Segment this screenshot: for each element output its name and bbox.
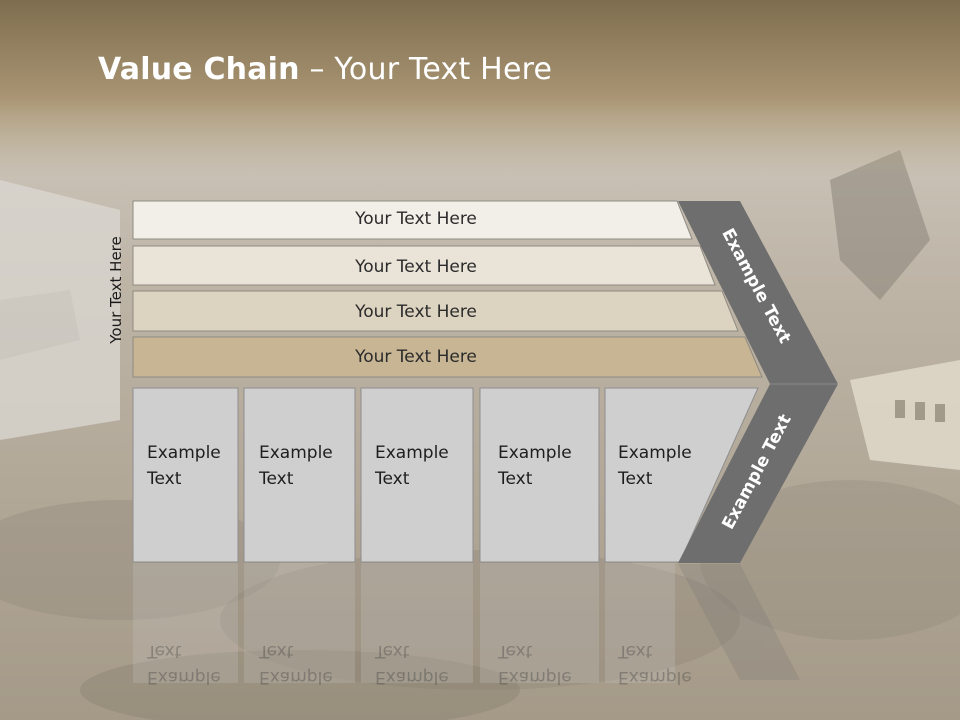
box-2-shape — [243, 387, 356, 563]
box-1-label: Example Text — [147, 440, 237, 492]
box-4-line2: Text — [498, 469, 533, 489]
box-2-line2: Text — [259, 469, 294, 489]
box-3-line1: Example — [375, 443, 449, 463]
reflection — [133, 563, 800, 683]
row-4-label: Your Text Here — [355, 347, 477, 367]
box-1-line2: Text — [147, 469, 182, 489]
box-2-line1: Example — [259, 443, 333, 463]
arrow-lower-shape — [678, 384, 838, 563]
slide-title: Value Chain – Your Text Here — [98, 52, 552, 87]
box-5-line2: Text — [618, 469, 653, 489]
row-1-label: Your Text Here — [355, 209, 477, 229]
box-1-line1: Example — [147, 443, 221, 463]
box-4-shape — [479, 387, 600, 563]
row-1-shape — [132, 200, 693, 240]
box-4-line1: Example — [498, 443, 572, 463]
row-4-shape — [132, 336, 763, 378]
box-2-label: Example Text — [259, 440, 349, 492]
row-3-shape — [132, 290, 739, 332]
box-3-shape — [360, 387, 474, 563]
title-bold: Value Chain — [98, 52, 300, 87]
arrow-upper-shape — [678, 201, 838, 384]
box-3-line2: Text — [375, 469, 410, 489]
box-4-label: Example Text — [498, 440, 588, 492]
row-2-label: Your Text Here — [355, 257, 477, 277]
title-rest: – Your Text Here — [299, 52, 553, 87]
row-3-label: Your Text Here — [355, 302, 477, 322]
box-5-label: Example Text — [618, 440, 708, 492]
box-1-shape — [132, 387, 239, 563]
box-5-line1: Example — [618, 443, 692, 463]
row-2-shape — [132, 245, 716, 286]
box-3-label: Example Text — [375, 440, 465, 492]
